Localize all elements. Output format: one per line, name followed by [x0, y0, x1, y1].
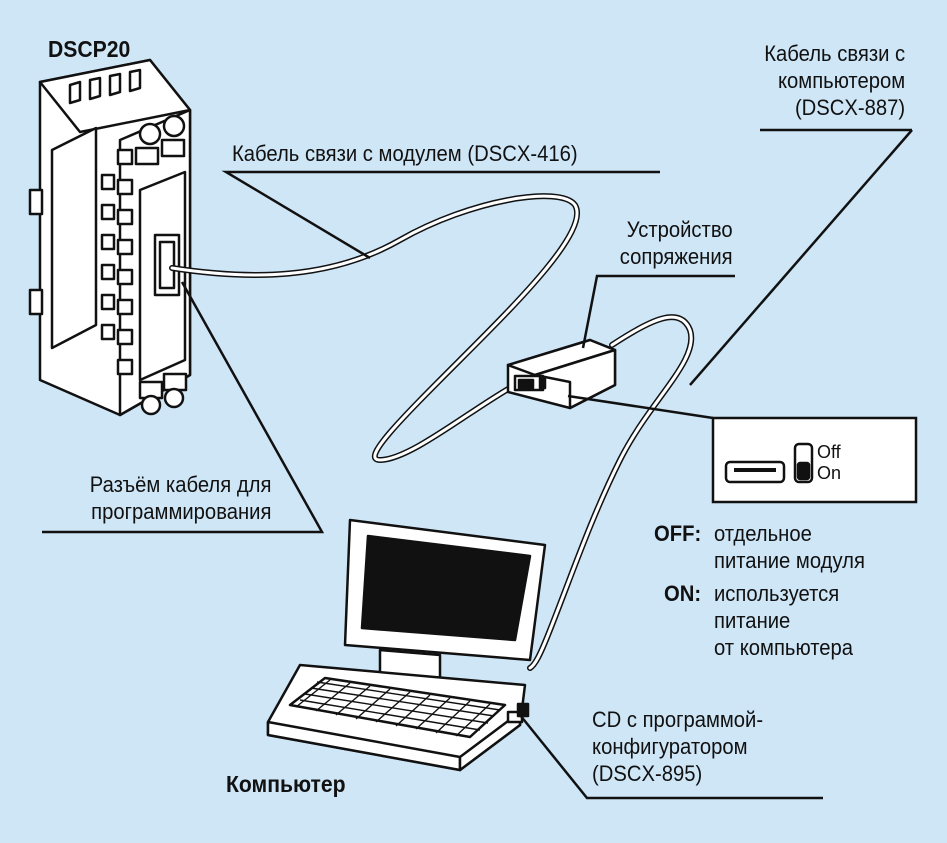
on-key-text: ON	[664, 581, 695, 606]
interface-label-line2: сопряжения	[620, 244, 733, 269]
device-name-label: DSCP20	[48, 36, 131, 62]
connector-label-line2: программирования	[90, 499, 272, 524]
interface-label: Устройство сопряжения	[620, 216, 733, 270]
pc-cable-label-line1: Кабель связи с	[764, 41, 905, 66]
switch-off-label: Off	[817, 442, 841, 462]
interface-label-line1: Устройство	[627, 217, 733, 242]
cd-label: CD с программой- конфигуратором (DSCX-89…	[592, 706, 763, 787]
pc-cable-label: Кабель связи с компьютером (DSCX-887)	[764, 40, 905, 121]
on-key-label: ON:	[664, 581, 702, 606]
off-key-label: OFF:	[654, 521, 702, 546]
switch-inset	[711, 416, 918, 504]
off-desc: отдельное питание модуля	[714, 520, 865, 574]
cables	[169, 193, 695, 671]
cd-label-line3: (DSCX-895)	[592, 761, 703, 786]
on-desc-line1: используется	[714, 581, 840, 606]
cd-label-line1: CD с программой-	[592, 707, 764, 732]
pc-cable-label-line2: компьютером	[777, 68, 905, 93]
connector-label: Разъём кабеля для программирования	[89, 471, 271, 525]
laptop	[266, 518, 547, 772]
module-cable-label: Кабель связи с модулем (DSCX-416)	[232, 141, 578, 166]
on-desc-line2: питание	[714, 608, 791, 633]
on-desc-line3: от компьютера	[714, 635, 854, 660]
off-key-text: OFF	[654, 521, 695, 546]
dscp20-module	[28, 58, 192, 417]
computer-label: Компьютер	[226, 771, 346, 797]
pc-cable-label-line3: (DSCX-887)	[794, 95, 905, 120]
leader-lines	[42, 128, 913, 800]
module-cable	[169, 193, 580, 464]
connector-label-line1: Разъём кабеля для	[89, 472, 271, 497]
interface-device	[506, 338, 617, 410]
switch-on-label: On	[817, 463, 842, 483]
off-desc-line2: питание модуля	[714, 548, 865, 573]
cd-label-line2: конфигуратором	[592, 734, 748, 759]
on-desc: используется питание от компьютера	[714, 580, 853, 661]
off-desc-line1: отдельное	[714, 521, 812, 546]
